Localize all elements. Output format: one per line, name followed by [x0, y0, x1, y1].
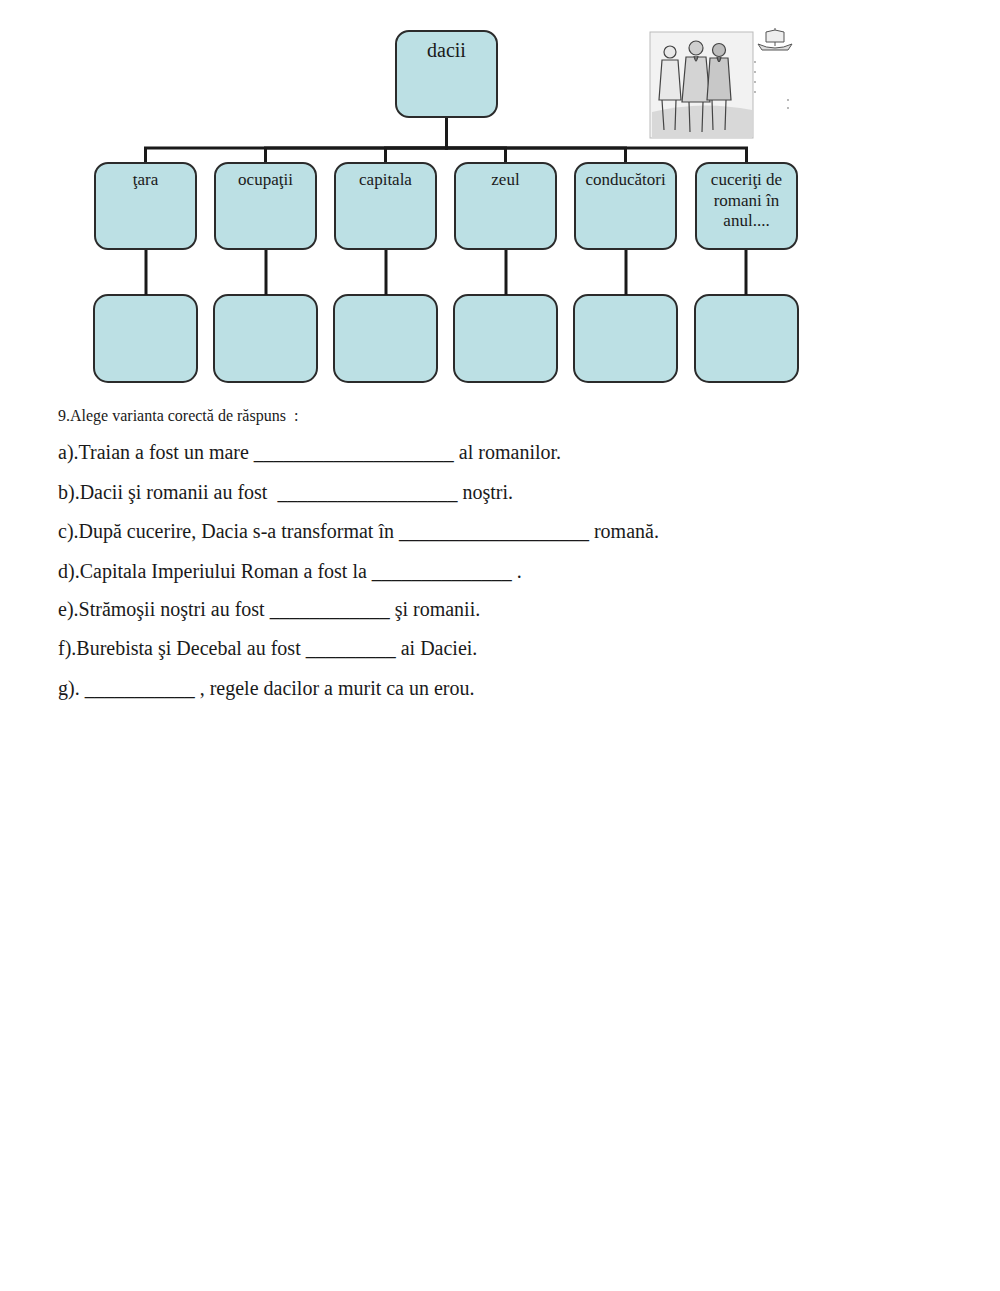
exercise-line: g). ___________ , regele dacilor a murit… — [58, 677, 475, 700]
tree-connector — [266, 118, 447, 162]
exercise-heading: 9.Alege varianta corectă de răspuns : — [58, 407, 298, 425]
exercise-line: b).Dacii şi romanii au fost ____________… — [58, 481, 513, 504]
exercise-line: f).Burebista şi Decebal au fost ________… — [58, 637, 477, 660]
category-box: conducători — [574, 162, 677, 250]
answer-boxes — [94, 295, 798, 382]
answer-lines — [146, 250, 746, 295]
box-text: conducători — [581, 170, 670, 191]
exercise-line: a).Traian a fost un mare _______________… — [58, 441, 561, 464]
box-text: zeul — [461, 170, 550, 191]
tree-connector — [386, 118, 447, 162]
category-box: zeul — [454, 162, 557, 250]
tree-connector — [447, 118, 626, 162]
category-box: ocupaţii — [214, 162, 317, 250]
box-text: cuceriţi de romani în anul.... — [702, 170, 791, 232]
category-box: cuceriţi de romani în anul.... — [695, 162, 798, 250]
root-box: dacii — [395, 30, 498, 118]
exercise-line: e).Strămoşii noştri au fost ____________… — [58, 598, 480, 621]
category-box: capitala — [334, 162, 437, 250]
box-text: capitala — [341, 170, 430, 191]
tree-connector — [447, 118, 747, 162]
box-text: ţara — [101, 170, 190, 191]
dacians-illustration — [650, 28, 792, 138]
exercise-line: c).După cucerire, Dacia s-a transformat … — [58, 520, 659, 543]
tree-connector — [447, 118, 506, 162]
exercise-line: d).Capitala Imperiului Roman a fost la _… — [58, 560, 522, 583]
box-text: dacii — [402, 38, 491, 62]
box-text: ocupaţii — [221, 170, 310, 191]
category-box: ţara — [94, 162, 197, 250]
tree-connector — [146, 118, 447, 162]
